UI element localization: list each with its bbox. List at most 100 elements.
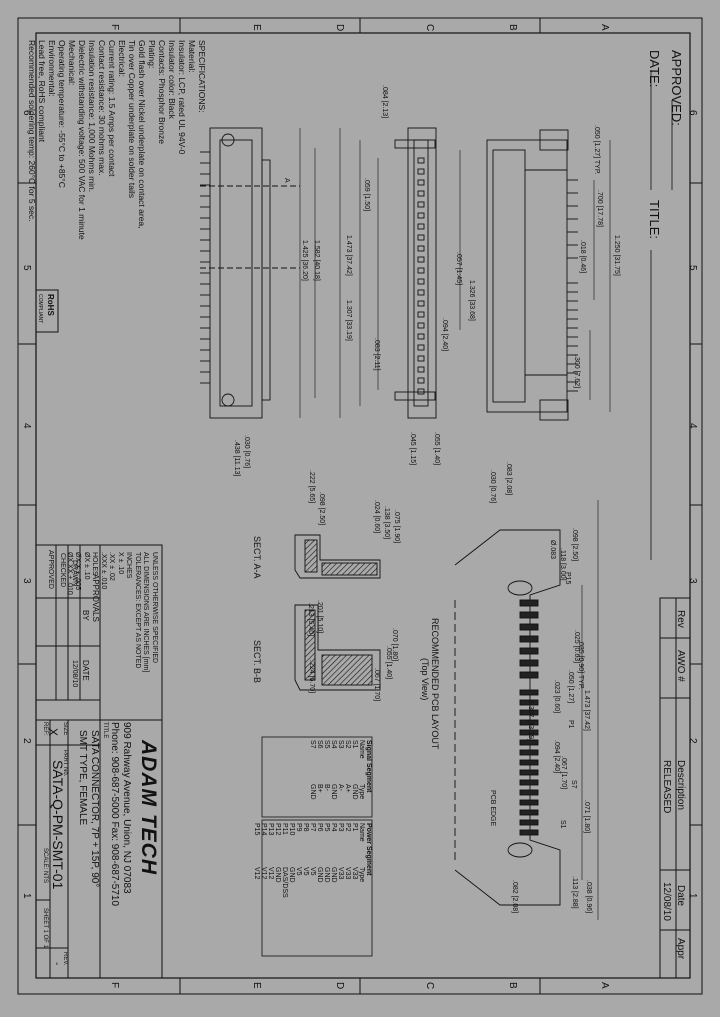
front-view-contact	[417, 245, 425, 252]
tolerance-line: TOLERANCES: EXCEPT AS NOTED	[134, 552, 141, 669]
dimension-label: .113 [2.88]	[571, 876, 578, 909]
border-zone-letter: D	[334, 982, 345, 990]
spec-line: Gold flash over Nickel underplate on con…	[137, 40, 147, 229]
dimension-label: .024 [0.60]	[373, 500, 380, 534]
dimension-label: .038 [0.96]	[585, 880, 592, 914]
table-cell: P7	[309, 823, 316, 832]
table-cell: S4	[330, 740, 337, 749]
dimension-label: .083 [2.11]	[373, 338, 380, 371]
table-cell: P1	[351, 823, 358, 832]
pcb-power-pad	[519, 769, 539, 776]
table-cell: P12	[274, 823, 281, 836]
front-view-connector	[394, 127, 437, 419]
dimension-label: S1	[559, 820, 566, 829]
table-cell: GND	[288, 867, 295, 883]
revision-block	[659, 597, 691, 979]
pcb-signal-pad	[519, 671, 539, 679]
table-cell: P15	[253, 823, 260, 836]
pcb-layout	[454, 529, 561, 906]
spec-line: Environmental:	[47, 40, 57, 97]
dimension-label: .067 [1.70]	[560, 756, 567, 790]
segment-tables	[261, 736, 373, 957]
border-zone-number: 1	[687, 893, 698, 899]
approved-tb-label: APPROVED	[47, 550, 54, 589]
dimension-label: .083 [2.08]	[505, 462, 512, 496]
dimension-label: 1.307 [33.19]	[345, 300, 352, 341]
front-view-contact	[417, 311, 425, 318]
dimension-label: .094 [2.40]	[553, 740, 560, 774]
table-cell: P2	[344, 823, 351, 832]
border-zone-letter: A	[599, 982, 610, 989]
dimension-label: .045 [1.15]	[409, 432, 416, 466]
spec-line: Material:	[187, 40, 197, 73]
rohs-text: RoHS	[46, 294, 55, 316]
spec-line: Insulator: LCP, rated UL 94V-0	[177, 40, 187, 155]
dimension-label: .023 [0.60]	[553, 680, 560, 714]
spec-line: Contact resistance: 30 mohms max.	[97, 40, 107, 176]
border-zone-letter: E	[251, 24, 262, 31]
dimension-label: .098 [2.50]	[318, 492, 325, 526]
dimension-label: .075 [1.90]	[393, 510, 400, 544]
zone-ticks	[18, 18, 702, 994]
rev-col-description: Description	[675, 760, 686, 811]
dimension-label: .059 [1.50]	[363, 178, 370, 212]
table-cell: B+	[316, 784, 323, 793]
pcb-signal-pad	[519, 599, 539, 607]
border-zone-number: 6	[687, 110, 698, 116]
dimension-label: .067 [1.70]	[373, 668, 380, 702]
power-table-title: Power Segment	[365, 823, 372, 876]
front-view-contact	[417, 201, 425, 208]
front-view-contact	[417, 388, 425, 395]
front-view-contact	[417, 333, 425, 340]
spec-line: Lead free, RoHS compliant	[37, 40, 47, 143]
pcb-layout-title: RECOMMENDED PCB LAYOUT	[430, 618, 440, 750]
dimension-label: .030 [0.76]	[243, 435, 250, 469]
table-header-cell: Name	[358, 823, 365, 842]
approvals-by: BY	[81, 610, 90, 621]
border-zone-letter: B	[507, 982, 518, 989]
dimension-label: .300 [7.62]	[573, 355, 580, 389]
tolerance-line: INCHES	[125, 552, 133, 579]
approved-label: APPROVED:	[669, 50, 684, 126]
front-view-contact	[417, 355, 425, 362]
table-cell: B-	[323, 784, 330, 791]
dimension-label: .138 [3.50]	[383, 506, 390, 540]
spec-line: Current rating: 1.5 Amps per contact	[107, 40, 117, 177]
title-block	[35, 544, 163, 979]
spec-line: Operating temperature: -55°C to +85°C	[57, 40, 67, 188]
table-header-cell: Type	[358, 784, 365, 800]
pcb-edge-label: PCB EDGE	[489, 790, 496, 827]
pcb-layout-sub: (Top View)	[420, 658, 430, 701]
spec-line: Contacts: Phosphor Bronze	[157, 40, 167, 144]
front-view-contact	[417, 179, 425, 186]
dimension-label: .050 [1.27] TYP.	[593, 125, 600, 175]
pcb-power-pad	[519, 749, 539, 756]
dimension-label: .071 [1.80]	[583, 800, 590, 834]
side-view-connector	[200, 127, 300, 419]
border-zone-letter: E	[251, 982, 262, 989]
ref-label: REF:	[42, 722, 48, 736]
front-view-contact	[417, 267, 425, 274]
table-cell: V12	[253, 867, 260, 880]
table-header-cell: Type	[358, 867, 365, 883]
pcb-power-pad	[519, 739, 539, 746]
dimension-label: 1.473 [37.42]	[583, 690, 590, 731]
approvals-date: DATE	[81, 660, 90, 681]
scale-label: SCALE: NTS	[42, 848, 48, 884]
dimension-label: .213 [5.40]	[307, 603, 314, 637]
title-line-1: SATA CONNECTOR, 7P + 15P, 90°	[89, 730, 100, 888]
table-cell: GND	[351, 784, 358, 800]
rev-value: -	[51, 962, 62, 966]
header-lines	[650, 70, 673, 560]
specifications-block: SPECIFICATIONS: Material:Insulator: LCP,…	[27, 40, 207, 240]
pcb-power-pad	[519, 809, 539, 816]
drawn-date: 12/08/10	[71, 660, 78, 688]
